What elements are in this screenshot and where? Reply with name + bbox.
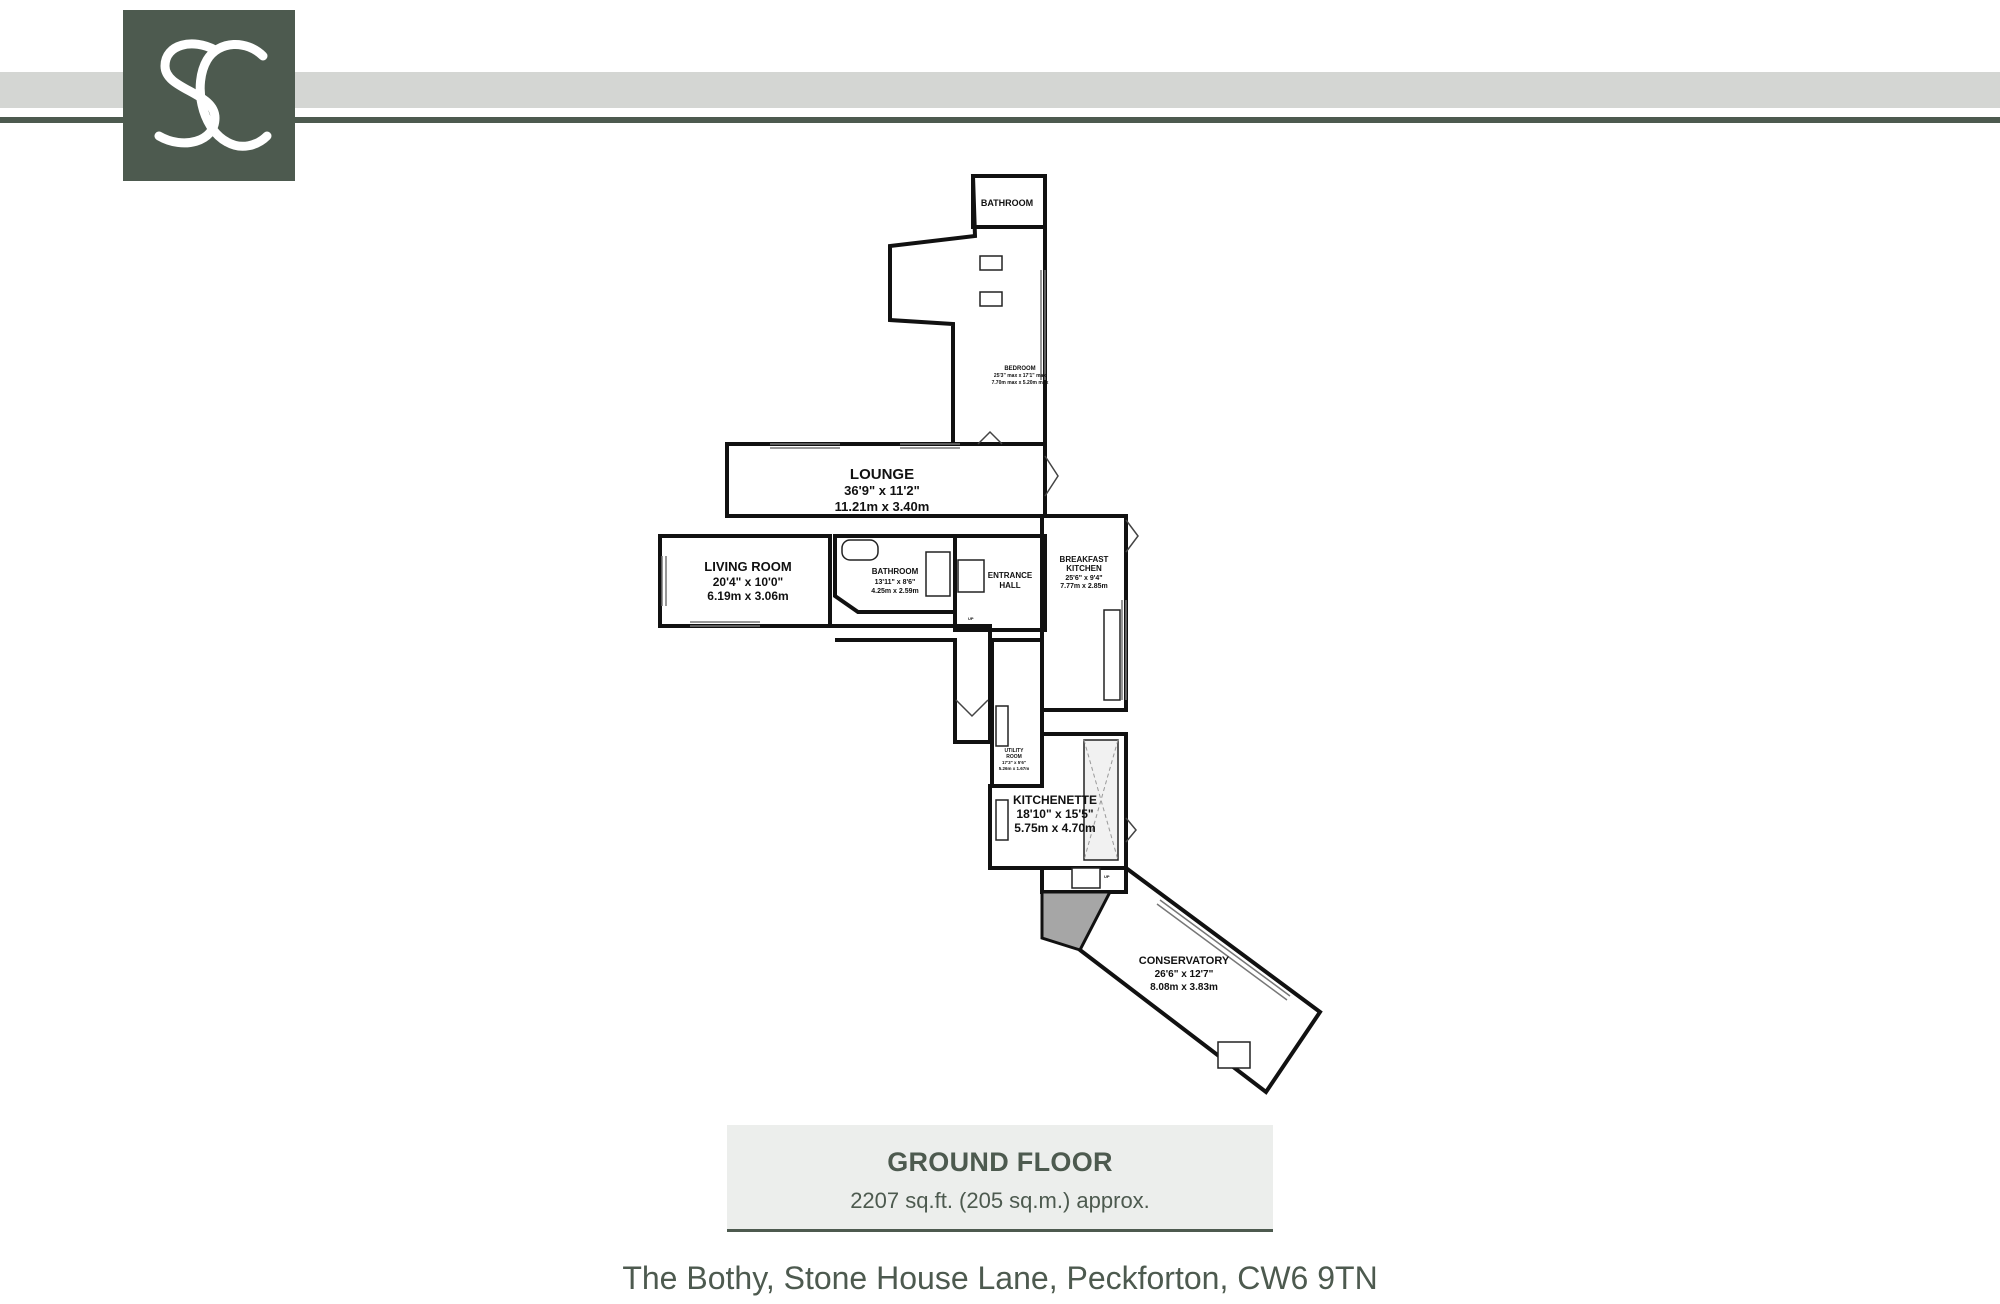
window [1121,600,1127,700]
bathroom-top-walls [971,176,1045,229]
property-address: The Bothy, Stone House Lane, Peckforton,… [622,1260,1378,1296]
staircase [957,559,985,593]
utility-room-metric: 5.26m x 1.67m [999,766,1030,771]
island [1083,739,1119,861]
shower [925,551,951,597]
bedroom-name: BEDROOM [1004,366,1035,372]
lounge-name: LOUNGE [850,466,914,483]
stair-up-label: UP [1104,874,1110,879]
logo [123,10,295,181]
utility-room-line1: UTILITY [1005,748,1025,754]
bath-tub [841,539,879,561]
living-room-metric: 6.19m x 3.06m [707,589,788,603]
bedroom-imperial: 25'3" max x 17'1" max [994,373,1046,379]
floor-area: 2207 sq.ft. (205 sq.m.) approx. [850,1188,1150,1213]
door-swing [955,699,989,718]
window [1156,899,1291,1001]
skylight [979,255,1003,271]
window [1040,270,1046,380]
window [690,621,760,627]
header-rule [0,117,2000,123]
living-room-imperial: 20'4" x 10'0" [713,575,783,589]
door-swing [977,430,1003,445]
living-room-name: LIVING ROOM [704,559,791,574]
bedroom-metric: 7.70m max x 5.20m max [992,380,1049,386]
breakfast-kitchen-metric: 7.77m x 2.85m [1060,583,1107,590]
bathroom-mid-walls [833,534,957,614]
window [770,443,840,449]
skylight [979,291,1003,307]
staircase [1071,867,1101,889]
window [900,443,960,449]
kitchenette-walls [988,732,1128,870]
window [661,556,667,606]
entrance-hall-walls [953,534,1047,632]
logo-monogram [154,39,272,151]
utility-room-line2: ROOM [1006,754,1022,760]
door-swing [1044,455,1059,497]
conservatory-imperial: 26'6" x 12'7" [1155,969,1214,980]
kitchenette-imperial: 18'10" x 15'5" [1016,807,1093,821]
floor-label-box: GROUND FLOOR 2207 sq.ft. (205 sq.m.) app… [727,1125,1273,1232]
kitchenette-worktop [995,799,1009,841]
staircase [1217,1041,1251,1069]
kitchenette-metric: 5.75m x 4.70m [1014,821,1095,835]
door-swing [1125,817,1137,843]
stair-up-label: UP [968,616,974,621]
breakfast-kitchen-line1: BREAKFAST [1060,555,1109,564]
lounge-metric: 11.21m x 3.40m [835,499,930,514]
entrance-hall-line2: HALL [999,581,1020,590]
header-band [0,72,2000,108]
door-swing [1125,519,1139,553]
bedroom-walls [888,174,1047,446]
entrance-hall-line1: ENTRANCE [988,571,1033,580]
conservatory-name: CONSERVATORY [1139,955,1230,967]
kitchen-worktop [1103,609,1121,701]
bathroom-mid-metric: 4.25m x 2.59m [871,588,918,595]
corridor-walls [830,624,992,744]
breakfast-kitchen-line2: KITCHEN [1066,564,1102,573]
utility-worktop [995,705,1009,747]
bathroom-mid-name: BATHROOM [872,567,919,576]
conservatory-metric: 8.08m x 3.83m [1150,982,1218,993]
bathroom-mid-imperial: 13'11" x 8'6" [875,579,916,586]
breakfast-kitchen-imperial: 25'6" x 9'4" [1065,575,1102,582]
kitchenette-name: KITCHENETTE [1013,793,1097,807]
shaded-void [1040,890,1113,952]
floor-title: GROUND FLOOR [887,1147,1113,1177]
lounge-imperial: 36'9" x 11'2" [844,483,920,498]
utility-room-imperial: 17'3" x 5'6" [1002,760,1026,765]
breakfast-kitchen-walls [1040,514,1128,712]
bathroom-top-name: BATHROOM [981,198,1033,208]
